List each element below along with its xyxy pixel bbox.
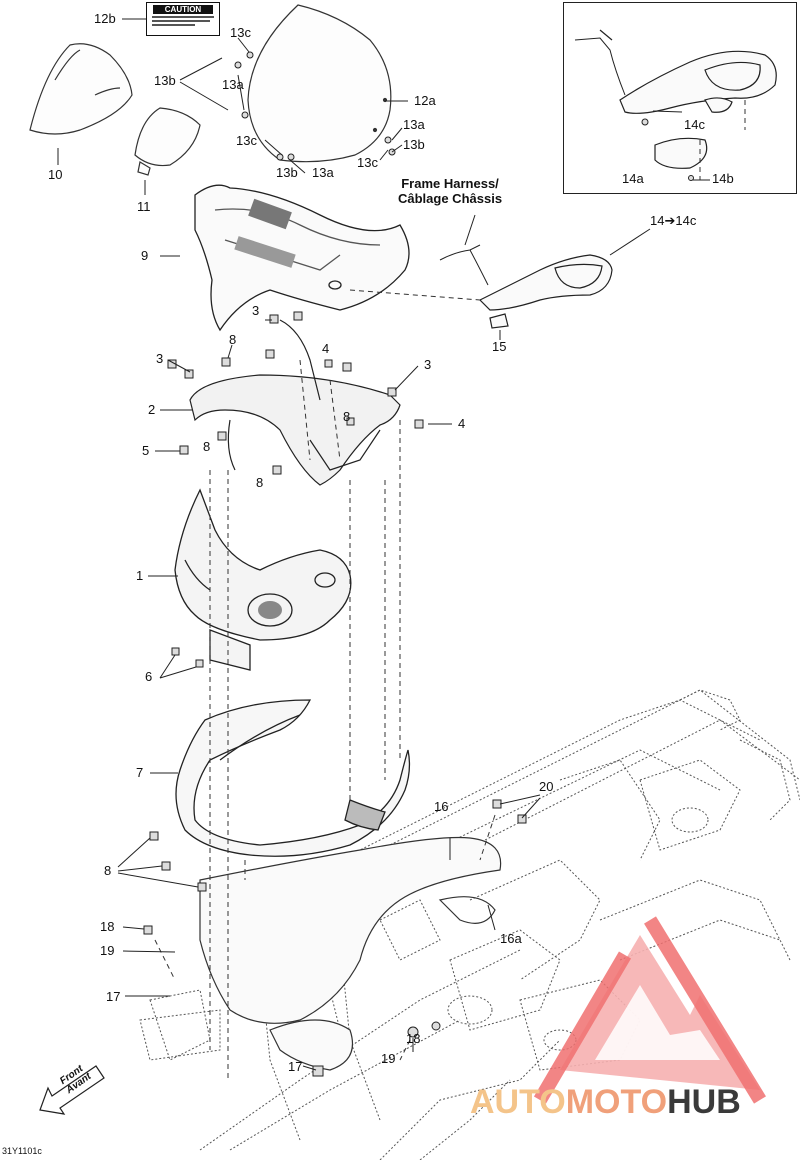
watermark-logo xyxy=(533,916,766,1104)
callout-8: 8 xyxy=(343,409,351,424)
callout-12a: 12a xyxy=(414,93,436,108)
callout-3: 3 xyxy=(424,357,432,372)
front-direction-arrow xyxy=(39,1065,105,1115)
support-bracket-2 xyxy=(189,319,401,486)
callout-13a: 13a xyxy=(222,77,244,92)
callout-13a: 13a xyxy=(312,165,334,180)
callout-13b: 13b xyxy=(154,73,176,88)
callout-14b: 14b xyxy=(712,171,734,186)
callout-14a: 14a xyxy=(622,171,644,186)
callout-18: 18 xyxy=(406,1031,421,1046)
callout-12b: 12b xyxy=(94,11,116,26)
headlamp-1 xyxy=(174,488,352,671)
callout-16: 16 xyxy=(434,799,449,814)
callout-14-to-14c: 14➔14c xyxy=(650,213,697,228)
mirror-assembly-14 xyxy=(439,244,613,329)
callout-13c: 13c xyxy=(357,155,378,170)
callout-3: 3 xyxy=(156,351,164,366)
callout-20: 20 xyxy=(539,779,554,794)
watermark-part2: MOTO xyxy=(565,1083,668,1121)
frame-harness-line2: Câblage Châssis xyxy=(398,191,503,206)
watermark-text: AUTOMOTOHUB xyxy=(470,1084,741,1120)
deflector-11 xyxy=(134,107,201,176)
frame-harness-label: Frame Harness/ Câblage Châssis xyxy=(398,176,502,206)
caution-label-12b: CAUTION xyxy=(146,2,220,36)
callout-8: 8 xyxy=(256,475,264,490)
callout-8: 8 xyxy=(229,332,237,347)
callout-14c: 14c xyxy=(684,117,705,132)
mirror-assembly-inset xyxy=(574,29,777,169)
callout-1: 1 xyxy=(136,568,144,583)
callout-18: 18 xyxy=(100,919,115,934)
frame-harness-line1: Frame Harness/ xyxy=(401,176,499,191)
caution-text-line xyxy=(152,24,196,26)
callout-13a: 13a xyxy=(403,117,425,132)
callout-19: 19 xyxy=(381,1051,396,1066)
callout-9: 9 xyxy=(141,248,149,263)
callout-3: 3 xyxy=(252,303,260,318)
front-fascia-9 xyxy=(194,184,410,332)
windshield-12a xyxy=(247,4,392,163)
callout-2: 2 xyxy=(148,402,156,417)
caution-text-line xyxy=(152,20,210,22)
watermark-part3: HUB xyxy=(667,1083,741,1121)
callout-4: 4 xyxy=(458,416,466,431)
leader-lines xyxy=(57,18,710,1071)
watermark-part1: AUTO xyxy=(470,1083,566,1121)
callout-5: 5 xyxy=(142,443,150,458)
callout-7: 7 xyxy=(136,765,144,780)
callout-13c: 13c xyxy=(236,133,257,148)
caution-text-line xyxy=(152,16,214,18)
callout-13b: 13b xyxy=(276,165,298,180)
callout-19: 19 xyxy=(100,943,115,958)
callout-4: 4 xyxy=(322,341,330,356)
callout-8: 8 xyxy=(203,439,211,454)
caution-title: CAUTION xyxy=(153,5,213,14)
callout-6: 6 xyxy=(145,669,153,684)
callout-16a: 16a xyxy=(500,931,522,946)
lower-fascia-7 xyxy=(175,699,411,857)
callout-10: 10 xyxy=(48,167,63,182)
callout-8: 8 xyxy=(104,863,112,878)
deflector-10 xyxy=(29,43,133,135)
callout-17: 17 xyxy=(288,1059,303,1074)
alignment-lines xyxy=(154,100,746,1080)
callout-13b: 13b xyxy=(403,137,425,152)
mirror-detail-inset xyxy=(563,2,797,194)
callout-17: 17 xyxy=(106,989,121,1004)
vehicle-frame xyxy=(139,689,800,1160)
callout-15: 15 xyxy=(492,339,507,354)
reference-code: 31Y1101c xyxy=(2,1146,42,1156)
callout-13c: 13c xyxy=(230,25,251,40)
callout-11: 11 xyxy=(137,199,151,214)
fender-16 xyxy=(199,836,502,1071)
